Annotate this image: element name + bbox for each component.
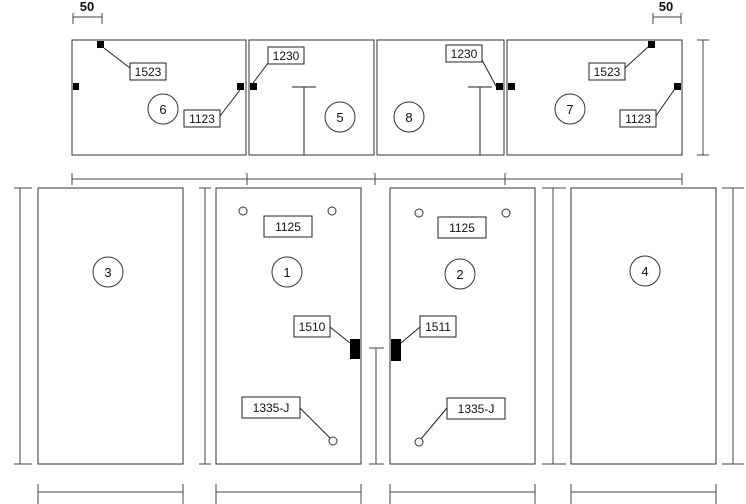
part-label: 1125: [275, 220, 301, 234]
part-label: 1510: [299, 320, 326, 334]
hinge-hole: [327, 206, 337, 216]
part-label: 1523: [594, 65, 621, 79]
panel-number-circle: [444, 258, 476, 290]
panel-5: 1230 5: [248, 39, 375, 156]
dimension-center-gap: [369, 347, 384, 465]
panel-7: 7 1523 1123: [506, 39, 683, 156]
panel-number-circle: [324, 101, 356, 133]
part-label: 1123: [625, 112, 651, 126]
panel-number-circle: [554, 93, 586, 125]
bracket-mark: [250, 83, 257, 90]
dimension-verticals-bottom: [14, 187, 744, 465]
part-label: 1335-J: [253, 401, 290, 415]
dimension-label: 50: [80, 0, 94, 14]
panel-6: 6 1523 1123: [71, 39, 247, 156]
handle-mark: [391, 339, 401, 361]
dimension-chain-bottom: [37, 484, 717, 504]
bracket-mark: [97, 41, 104, 48]
panel-number: 6: [159, 102, 166, 117]
bracket-mark: [73, 83, 79, 90]
panel-number: 8: [405, 110, 412, 125]
panel-number-circle: [271, 256, 303, 288]
part-label: 1511: [425, 320, 451, 334]
panel-number-circle: [147, 93, 179, 125]
panel-8: 1230 8: [376, 39, 505, 156]
dimension-right-50: 50: [652, 0, 682, 24]
hinge-hole: [328, 436, 338, 446]
dimension-label: 50: [659, 0, 673, 14]
panel-number: 7: [566, 102, 573, 117]
hinge-hole: [238, 206, 248, 216]
bracket-mark: [508, 83, 515, 90]
bracket-mark: [648, 41, 655, 48]
part-label: 1523: [135, 65, 162, 79]
hinge-hole: [501, 208, 511, 218]
panel-number: 2: [456, 267, 463, 282]
bracket-mark: [237, 83, 244, 90]
part-label: 1230: [273, 49, 300, 63]
panel-number: 1: [283, 265, 290, 280]
panel-2: 1125 2 1511 1335-J: [389, 187, 536, 465]
panel-4: 4: [570, 187, 717, 465]
bracket-mark: [496, 83, 503, 90]
panel-number: 3: [104, 265, 111, 280]
panel-number-circle: [393, 101, 425, 133]
part-label: 1125: [449, 221, 475, 235]
dimension-chain-top: [71, 173, 683, 185]
panel-number: 5: [336, 110, 343, 125]
hinge-hole: [414, 208, 424, 218]
panel-1: 1125 1 1510 1335-J: [215, 187, 362, 465]
dimension-left-50: 50: [72, 0, 103, 24]
panel-number-circle: [629, 255, 661, 287]
dimension-vertical-top: [697, 39, 709, 156]
part-label: 1230: [451, 47, 478, 61]
hinge-hole: [414, 437, 424, 447]
handle-mark: [350, 339, 360, 359]
part-label: 1123: [189, 112, 215, 126]
panel-3: 3: [37, 187, 184, 465]
panel-number-circle: [92, 256, 124, 288]
bracket-mark: [674, 83, 681, 90]
part-label: 1335-J: [458, 402, 495, 416]
panel-number: 4: [641, 264, 648, 279]
